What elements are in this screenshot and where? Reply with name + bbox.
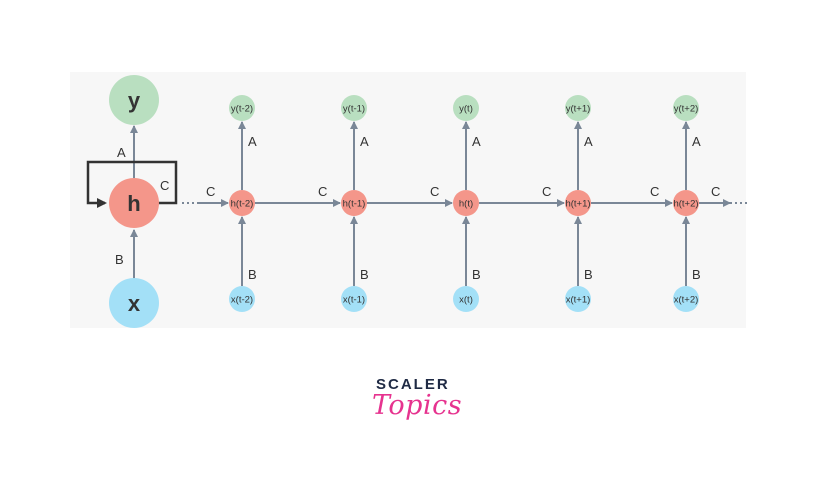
input-node-label: x(t) [459, 295, 473, 306]
output-node [565, 95, 591, 121]
output-node [453, 95, 479, 121]
input-edge-label-b: B [360, 267, 369, 282]
hidden-node [673, 190, 699, 216]
input-node [341, 286, 367, 312]
input-edge-label-b: B [472, 267, 481, 282]
folded-hidden-label: h [127, 191, 140, 216]
hidden-node [229, 190, 255, 216]
hidden-node-label: h(t-2) [231, 199, 254, 210]
output-node [229, 95, 255, 121]
hidden-node-label: h(t) [459, 199, 473, 210]
output-edge-label-a: A [584, 134, 593, 149]
hidden-transition-label-c: C [430, 184, 439, 199]
hidden-node-label: h(t+1) [565, 199, 590, 210]
folded-output-label: y [128, 88, 141, 113]
logo-scaler-text: SCALER [376, 376, 450, 393]
hidden-node [341, 190, 367, 216]
hidden-transition-label-c: C [711, 184, 720, 199]
input-node-label: x(t+2) [674, 295, 699, 306]
output-edge-label-a: A [248, 134, 257, 149]
input-edge-label-b: B [248, 267, 257, 282]
output-node-label: y(t+2) [674, 104, 699, 115]
folded-rnn: y h x A C B [86, 75, 178, 328]
unrolled-rnn: C C C C C C A By(t-2) h(t-2) x(t-2) A By(t-1) h(t-1)… [182, 95, 748, 312]
output-node-label: y(t+1) [566, 104, 591, 115]
hidden-transition-label-c: C [542, 184, 551, 199]
input-edge-label-b: B [692, 267, 701, 282]
input-node-label: x(t-2) [231, 295, 253, 306]
hidden-node [565, 190, 591, 216]
output-node [341, 95, 367, 121]
folded-recurrent-loop [86, 160, 178, 208]
output-edge-label-a: A [472, 134, 481, 149]
folded-output-node [109, 75, 159, 125]
hidden-node-label: h(t+2) [673, 199, 698, 210]
hidden-transition-label-c: C [318, 184, 327, 199]
diagram-panel [70, 72, 746, 328]
output-node [673, 95, 699, 121]
folded-edge-label-a: A [117, 145, 126, 160]
output-node-label: y(t) [459, 104, 473, 115]
hidden-transition-label-c: C [206, 184, 215, 199]
folded-hidden-node [109, 178, 159, 228]
folded-input-node [109, 278, 159, 328]
input-node-label: x(t-1) [343, 295, 365, 306]
output-edge-label-a: A [360, 134, 369, 149]
input-edge-label-b: B [584, 267, 593, 282]
output-node-label: y(t-2) [231, 104, 253, 115]
hidden-node-label: h(t-1) [343, 199, 366, 210]
input-node [453, 286, 479, 312]
hidden-node [453, 190, 479, 216]
output-node-label: y(t-1) [343, 104, 365, 115]
hidden-transition-label-c: C [650, 184, 659, 199]
folded-input-label: x [128, 291, 141, 316]
logo-topics-text: Topics [372, 390, 463, 421]
scaler-topics-logo: SCALER Topics [360, 376, 470, 442]
folded-edge-label-b: B [115, 252, 124, 267]
folded-edge-label-c: C [160, 178, 169, 193]
output-edge-label-a: A [692, 134, 701, 149]
input-node-label: x(t+1) [566, 295, 591, 306]
input-node [673, 286, 699, 312]
input-node [229, 286, 255, 312]
input-node [565, 286, 591, 312]
